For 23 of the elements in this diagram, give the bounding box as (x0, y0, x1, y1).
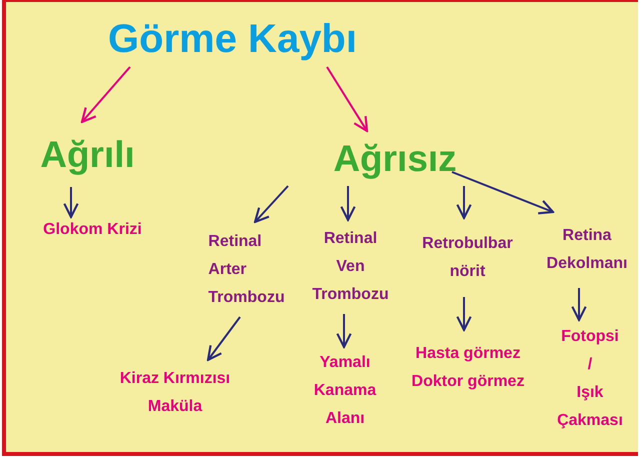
arrow (571, 288, 587, 322)
category-label: Ağrısız (333, 138, 457, 180)
category-label: Ağrılı (40, 134, 135, 176)
arrow (456, 297, 472, 332)
heading-text: Görme Kaybı (108, 17, 357, 62)
term-label: Kiraz Kırmızısı Maküla (118, 368, 232, 416)
arrow (326, 66, 368, 132)
term-label: Retina Dekolmanı (546, 226, 628, 274)
arrow (206, 316, 241, 362)
term-label: Retinal Arter Trombozu (208, 232, 285, 308)
term-label: Glokom Krizi (43, 220, 142, 240)
term-label: Retrobulbar nörit (421, 234, 514, 282)
arrow (340, 186, 356, 222)
arrow (254, 185, 289, 224)
arrow (80, 66, 131, 124)
term-label: Retinal Ven Trombozu (312, 229, 389, 305)
term-label: Hasta görmez Doktor görmez (410, 344, 526, 392)
arrow (452, 171, 554, 214)
term-label: Fotopsi / Işık Çakması (557, 327, 623, 431)
arrow (63, 187, 79, 218)
arrow (336, 314, 352, 348)
arrow (456, 186, 472, 220)
term-label: Yamalı Kanama Alanı (314, 353, 376, 429)
